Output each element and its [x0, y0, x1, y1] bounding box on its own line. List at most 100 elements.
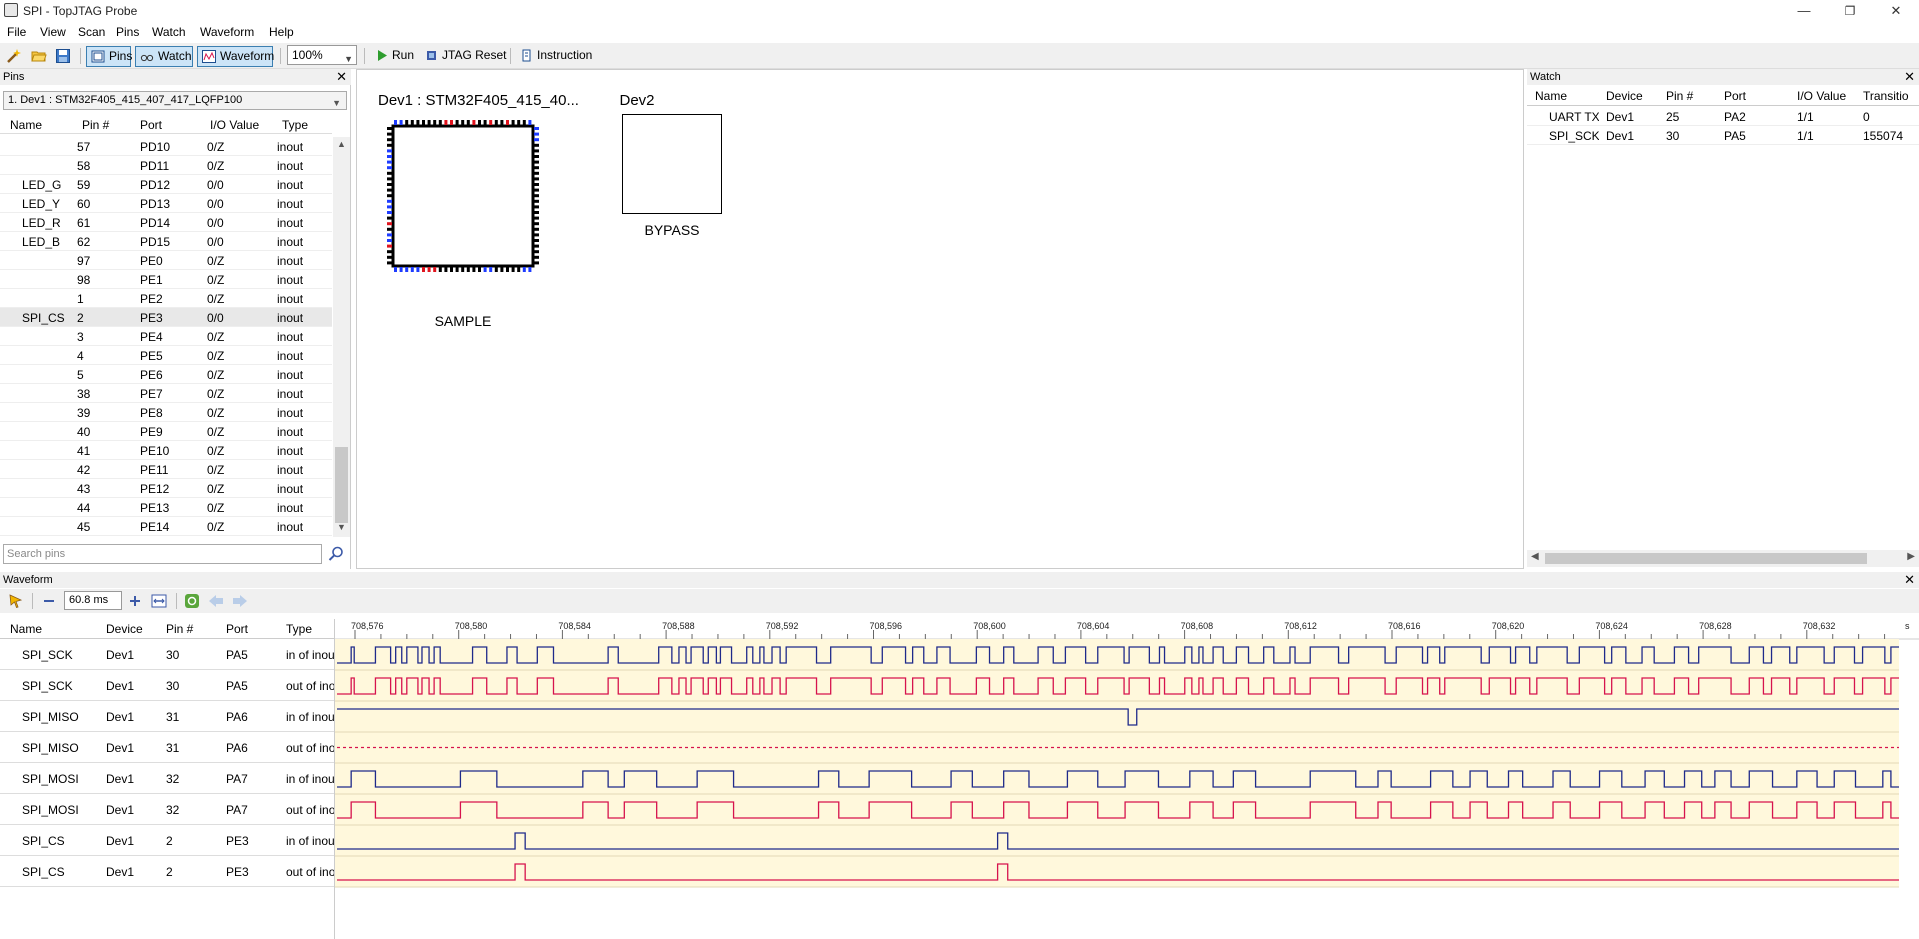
- watch-col-port[interactable]: Port: [1724, 89, 1747, 103]
- wf-col-type[interactable]: Type: [286, 622, 313, 636]
- watch-col-device[interactable]: Device: [1606, 89, 1643, 103]
- menu-pins[interactable]: Pins: [116, 25, 140, 39]
- menu-file[interactable]: File: [7, 25, 27, 39]
- arrow-right-icon[interactable]: [232, 593, 248, 609]
- run-button[interactable]: Run: [372, 46, 414, 67]
- pin-port: PD10: [140, 140, 171, 154]
- search-icon[interactable]: [327, 545, 345, 563]
- add-signal-icon[interactable]: [184, 593, 200, 609]
- pins-toggle-button[interactable]: Pins: [86, 46, 132, 67]
- col-name[interactable]: Name: [10, 118, 43, 132]
- pins-scrollbar[interactable]: ▲ ▼: [333, 137, 350, 537]
- close-icon[interactable]: ✕: [1904, 69, 1915, 84]
- menu-scan[interactable]: Scan: [78, 25, 106, 39]
- menu-view[interactable]: View: [40, 25, 66, 39]
- search-input[interactable]: Search pins: [3, 544, 322, 564]
- scroll-down-icon[interactable]: ▼: [337, 522, 346, 532]
- scroll-up-icon[interactable]: ▲: [337, 139, 346, 149]
- close-button[interactable]: ✕: [1890, 3, 1902, 18]
- cursor-icon[interactable]: [8, 593, 24, 609]
- wf-col-device[interactable]: Device: [106, 622, 143, 636]
- pin-port: PE10: [140, 444, 170, 458]
- ruler-label: 708,608: [1181, 621, 1214, 631]
- time-ruler[interactable]: [335, 619, 1919, 639]
- zoom-in-icon[interactable]: [128, 594, 142, 608]
- device-select[interactable]: 1. Dev1 : STM32F405_415_407_417_LQFP100 …: [3, 91, 347, 110]
- waveform-zoom-input[interactable]: 60.8 ms: [64, 591, 122, 610]
- open-folder-icon[interactable]: [31, 48, 47, 64]
- watch-col-pin[interactable]: Pin #: [1666, 89, 1694, 103]
- close-icon[interactable]: ✕: [336, 69, 347, 84]
- wf-col-name[interactable]: Name: [10, 622, 43, 636]
- wf-col-port[interactable]: Port: [226, 622, 249, 636]
- minimize-button[interactable]: —: [1797, 3, 1811, 18]
- pin-io-value: 0/Z: [207, 273, 225, 287]
- ruler-label: 708,576: [351, 621, 384, 631]
- dev1-chip[interactable]: [383, 116, 543, 276]
- save-icon[interactable]: [55, 48, 71, 64]
- menu-waveform[interactable]: Waveform: [200, 25, 255, 39]
- scroll-right-icon[interactable]: ▶: [1907, 551, 1915, 562]
- zoom-fit-icon[interactable]: [151, 593, 167, 609]
- watch-col-name[interactable]: Name: [1535, 89, 1568, 103]
- instruction-button[interactable]: Instruction: [517, 46, 592, 67]
- scrollbar-thumb[interactable]: [335, 447, 348, 523]
- wand-icon[interactable]: [6, 48, 22, 64]
- jtag-reset-button[interactable]: JTAG Reset: [422, 46, 506, 67]
- waveform-divider[interactable]: [334, 619, 335, 939]
- close-icon[interactable]: ✕: [1904, 572, 1915, 587]
- zoom-select[interactable]: 100%▼: [287, 45, 357, 65]
- watch-toggle-button[interactable]: Watch: [135, 46, 193, 67]
- col-port[interactable]: Port: [140, 118, 163, 132]
- menu-watch[interactable]: Watch: [152, 25, 186, 39]
- watch-hscrollbar[interactable]: ◀ ▶: [1527, 550, 1919, 567]
- waveform-toggle-button[interactable]: Waveform: [197, 46, 274, 67]
- chevron-down-icon: ▼: [344, 54, 353, 64]
- col-type[interactable]: Type: [282, 118, 309, 132]
- col-pin[interactable]: Pin #: [82, 118, 110, 132]
- watch-col-io-value[interactable]: I/O Value: [1797, 89, 1847, 103]
- col-io-value[interactable]: I/O Value: [210, 118, 260, 132]
- wf-col-pin[interactable]: Pin #: [166, 622, 194, 636]
- menu-help[interactable]: Help: [269, 25, 294, 39]
- restore-button[interactable]: ❐: [1844, 4, 1856, 18]
- zoom-out-icon[interactable]: [42, 594, 56, 608]
- watch-col-transitions[interactable]: Transitio: [1863, 89, 1909, 103]
- arrow-left-icon[interactable]: [208, 593, 224, 609]
- scrollbar-thumb[interactable]: [1545, 553, 1867, 564]
- dev2-chip[interactable]: [622, 114, 722, 214]
- scroll-left-icon[interactable]: ◀: [1531, 551, 1539, 562]
